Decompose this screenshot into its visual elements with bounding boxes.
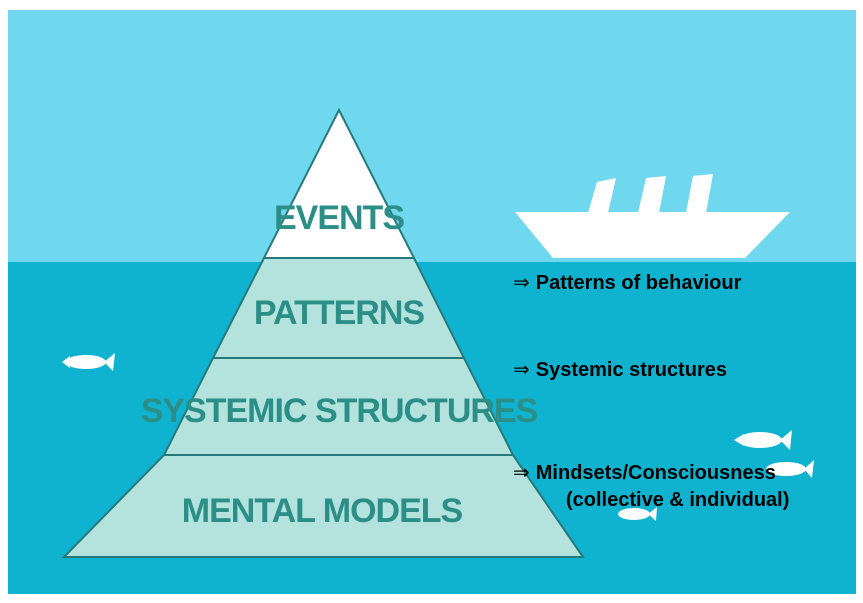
fish-icon bbox=[62, 353, 115, 371]
systemic-annotation: ⇒Systemic structures bbox=[513, 358, 727, 382]
events-label: EVENTS bbox=[274, 199, 404, 237]
mindsets-annotation-line1: Mindsets/Consciousness bbox=[535, 462, 776, 484]
mental-models-layer bbox=[61, 454, 585, 558]
fish-icon-4 bbox=[618, 507, 657, 521]
fish-icon-2 bbox=[734, 430, 792, 450]
mindsets-annotation: ⇒Mindsets/Consciousness bbox=[513, 461, 776, 485]
arrow-icon: ⇒ bbox=[513, 359, 530, 381]
arrow-icon: ⇒ bbox=[513, 272, 530, 294]
patterns-annotation: ⇒Patterns of behaviour bbox=[513, 271, 741, 295]
ship-icon bbox=[515, 174, 790, 258]
mindsets-annotation-line2: (collective & individual) bbox=[566, 489, 790, 511]
patterns-annotation-text: Patterns of behaviour bbox=[535, 272, 742, 294]
patterns-label: PATTERNS bbox=[254, 294, 425, 332]
arrow-icon: ⇒ bbox=[513, 462, 530, 484]
systemic-structures-label: SYSTEMIC STRUCTURES bbox=[141, 392, 538, 430]
mental-models-label: MENTAL MODELS bbox=[182, 492, 463, 530]
systemic-annotation-text: Systemic structures bbox=[535, 359, 727, 381]
fish-icon-3 bbox=[766, 460, 814, 478]
